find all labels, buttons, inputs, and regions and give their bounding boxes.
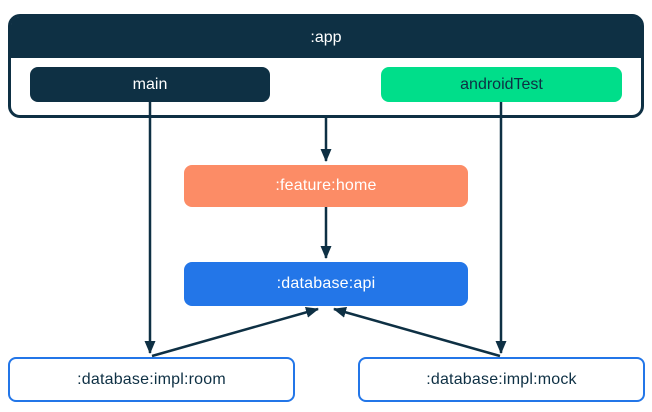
module-feature-home: :feature:home <box>184 165 468 207</box>
module-database-impl-mock: :database:impl:mock <box>358 357 645 402</box>
edge-database-impl-room-to-database-api <box>151 306 319 358</box>
module-database-api: :database:api <box>184 262 468 306</box>
source-set-main: main <box>30 67 270 102</box>
module-database-impl-room: :database:impl:room <box>8 357 295 402</box>
module-app-container: :app main androidTest <box>8 14 644 118</box>
source-set-androidtest: androidTest <box>381 67 622 102</box>
edge-database-impl-mock-to-database-api <box>333 306 501 358</box>
module-app-header: :app <box>11 17 641 58</box>
